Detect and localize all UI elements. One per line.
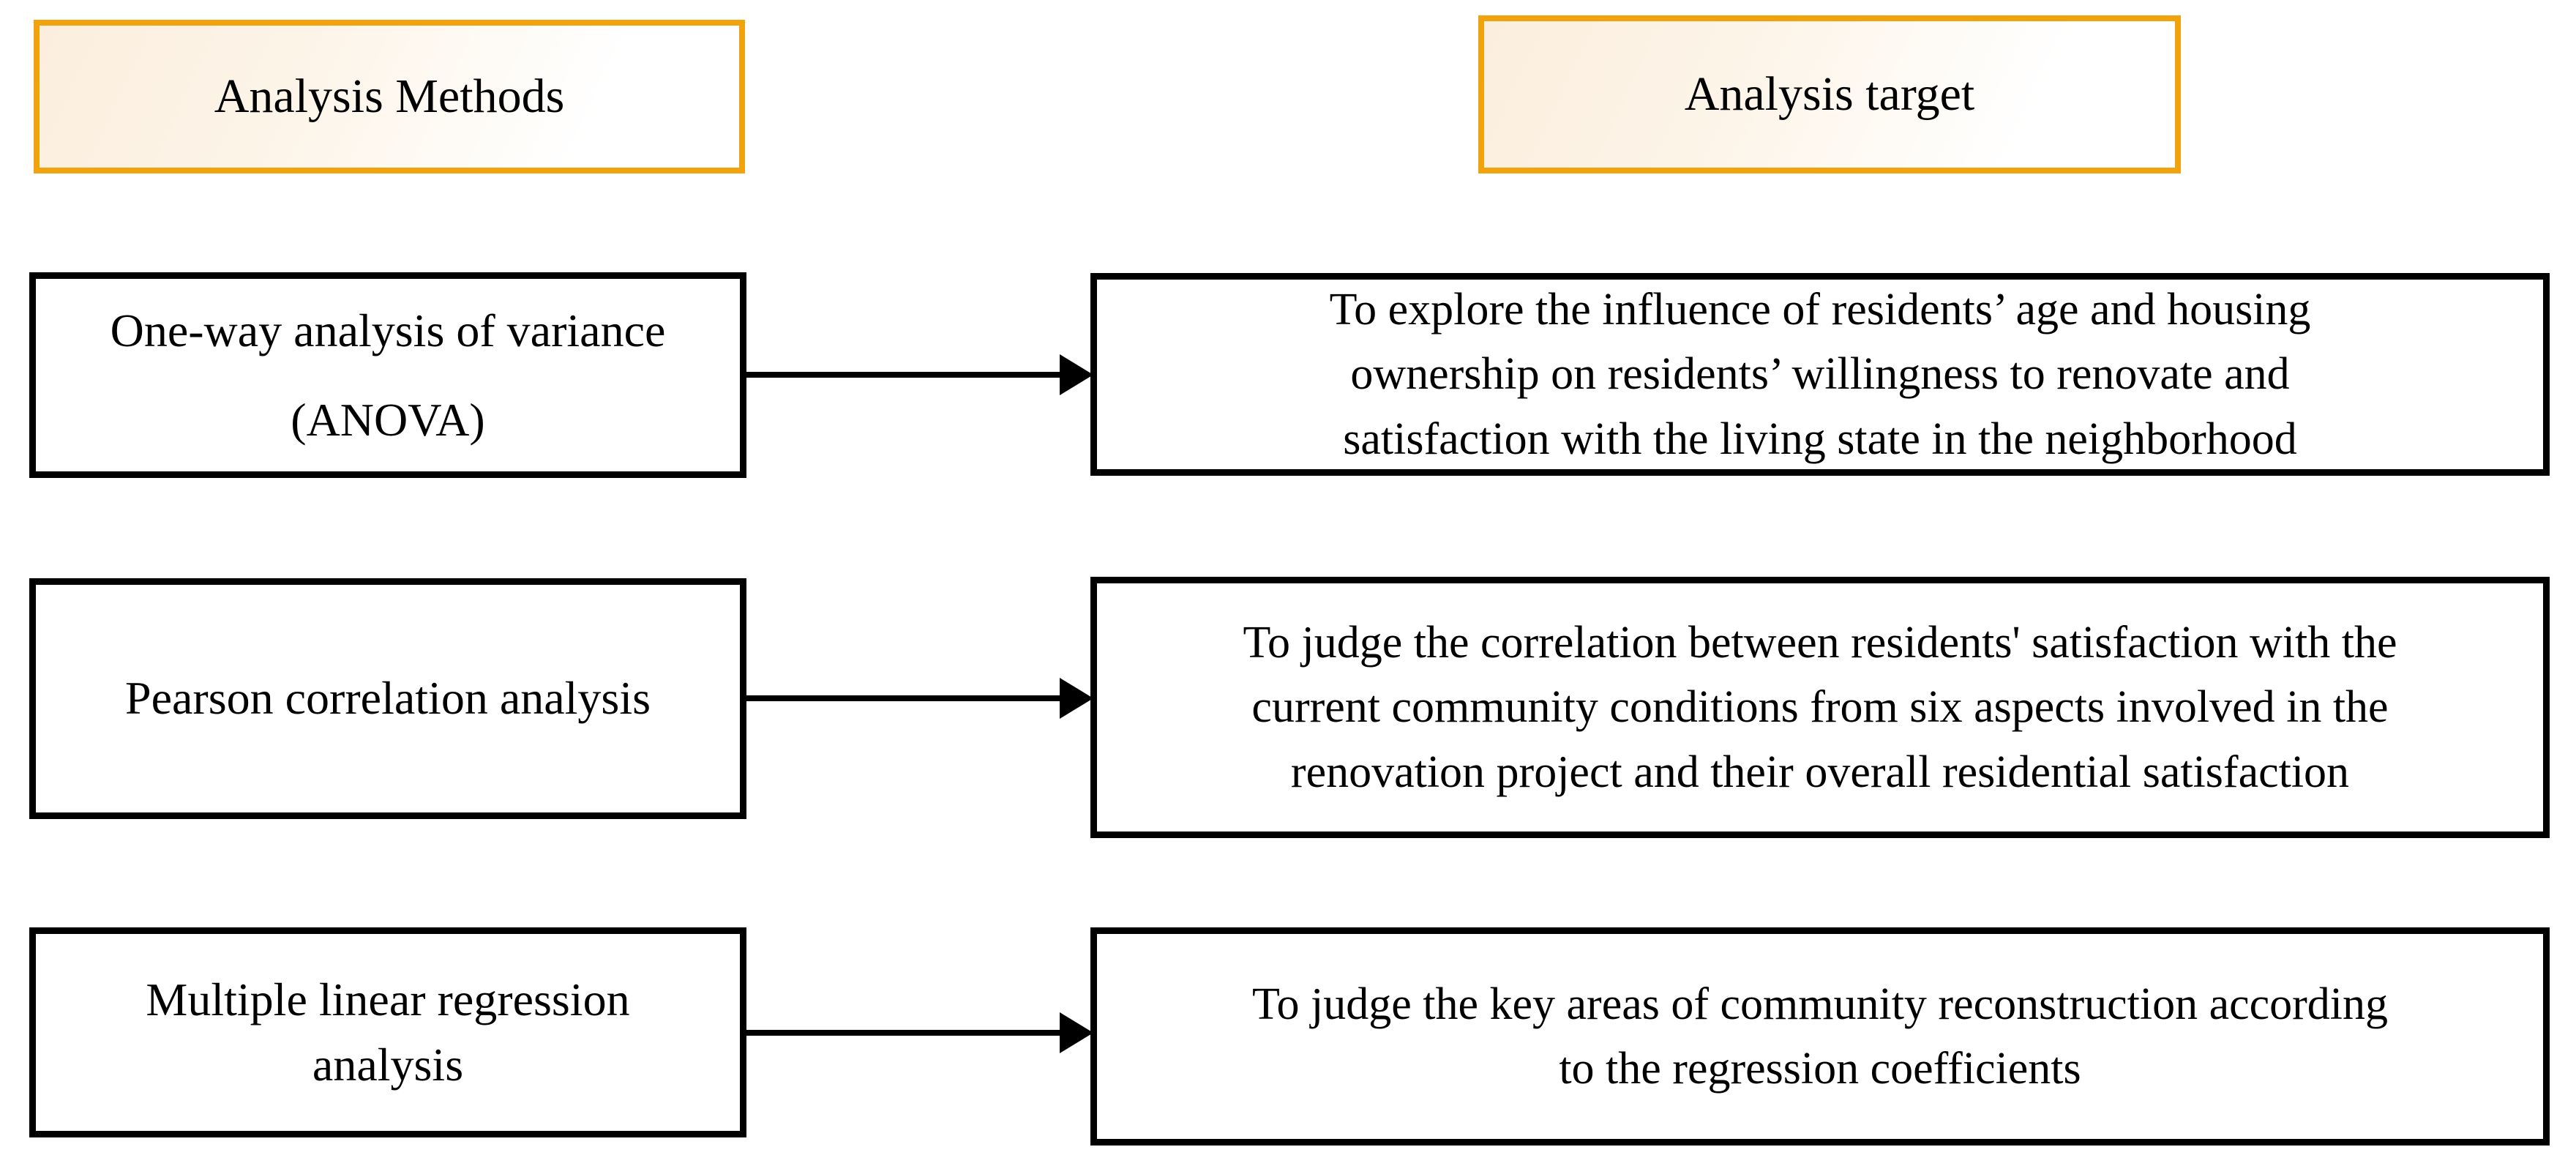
arrow-line (744, 372, 1064, 378)
method-box-regression: Multiple linear regression analysis (29, 927, 746, 1137)
methods-header-label: Analysis Methods (214, 70, 565, 124)
method-box-anova: One-way analysis of variance (ANOVA) (29, 272, 746, 478)
method-box-pearson-label: Pearson correlation analysis (125, 672, 651, 725)
arrow-head-icon (1060, 678, 1093, 719)
method-box-pearson: Pearson correlation analysis (29, 578, 746, 819)
arrow-row-3 (744, 1012, 1093, 1053)
target-box-regression-label: To judge the key areas of community reco… (1251, 979, 2389, 1094)
arrow-head-icon (1060, 1012, 1093, 1053)
target-header-label: Analysis target (1684, 67, 1975, 122)
target-box-anova-label: To explore the influence of residents’ a… (1329, 285, 2311, 464)
target-box-pearson-label: To judge the correlation between residen… (1243, 618, 2397, 797)
target-header-box: Analysis target (1478, 15, 2181, 173)
target-box-anova: To explore the influence of residents’ a… (1090, 273, 2550, 476)
arrow-line (744, 1030, 1064, 1036)
target-box-regression: To judge the key areas of community reco… (1090, 927, 2550, 1146)
target-box-pearson: To judge the correlation between residen… (1090, 577, 2550, 838)
arrow-row-2 (744, 678, 1093, 719)
arrow-head-icon (1060, 354, 1093, 395)
method-box-regression-label: Multiple linear regression analysis (146, 973, 630, 1091)
arrow-line (744, 695, 1064, 701)
methods-header-box: Analysis Methods (34, 20, 745, 173)
method-box-anova-label: One-way analysis of variance (ANOVA) (110, 304, 666, 446)
arrow-row-1 (744, 354, 1093, 395)
